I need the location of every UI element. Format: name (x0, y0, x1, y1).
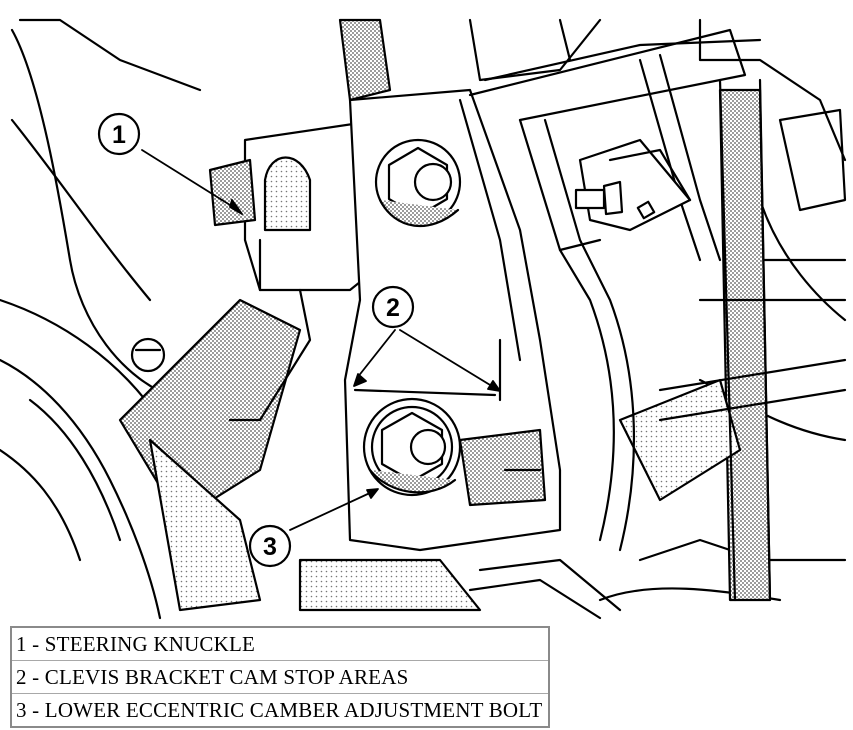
callout-3: 3 (248, 524, 292, 568)
suspension-illustration: 1 2 3 (0, 18, 847, 620)
legend-row: 2 - CLEVIS BRACKET CAM STOP AREAS (10, 660, 550, 694)
legend-item-2: 2 - CLEVIS BRACKET CAM STOP AREAS (10, 660, 550, 694)
callout-2: 2 (371, 285, 415, 329)
leader-lines (141, 149, 501, 531)
callout-number: 3 (263, 533, 277, 561)
strut (658, 78, 847, 602)
callout-number: 2 (386, 294, 400, 322)
legend-item-3: 3 - LOWER ECCENTRIC CAMBER ADJUSTMENT BO… (10, 693, 550, 728)
legend-item-1: 1 - STEERING KNUCKLE (10, 626, 550, 661)
legend-table: 1 - STEERING KNUCKLE 2 - CLEVIS BRACKET … (10, 626, 551, 728)
sensor-bracket (574, 138, 692, 232)
legend-row: 1 - STEERING KNUCKLE (10, 626, 550, 661)
callout-number: 1 (112, 121, 126, 149)
small-bolt-left (130, 337, 166, 373)
shaded-areas (118, 18, 772, 612)
upper-bolt (374, 138, 462, 228)
legend-row: 3 - LOWER ECCENTRIC CAMBER ADJUSTMENT BO… (10, 693, 550, 728)
callout-1: 1 (97, 112, 141, 156)
lower-camber-bolt (362, 397, 462, 497)
brake-hose (468, 28, 762, 620)
